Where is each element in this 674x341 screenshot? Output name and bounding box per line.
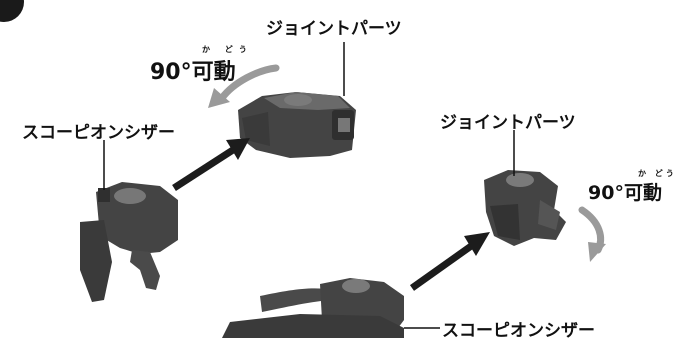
scorpion-scissors-bottom (222, 278, 404, 338)
angle-label-right: 90°可動 (588, 178, 662, 205)
movable-kanji: 可動 (623, 182, 662, 204)
rotation-arrow-right (578, 206, 606, 262)
label-scorpion-scissors-bottom: スコーピオンシザー (442, 321, 595, 341)
label-scorpion-scissors-left: スコーピオンシザー (22, 123, 175, 143)
ruby-kado-right: か どう (638, 169, 674, 178)
rotation-arrow-left (208, 64, 280, 108)
assembly-arrow-right (409, 232, 490, 291)
joint-part-top (238, 92, 356, 158)
angle-value: 90° (150, 60, 192, 85)
angle-value: 90° (588, 182, 624, 204)
scorpion-scissors-left (80, 182, 178, 302)
ruby-kado-left: か どう (202, 45, 253, 54)
angle-label-left: 90°可動 (150, 54, 236, 86)
movable-kanji: 可動 (191, 60, 236, 85)
label-joint-parts-right: ジョイントパーツ (440, 113, 576, 133)
label-joint-parts-top: ジョイントパーツ (266, 19, 402, 39)
assembly-arrow-left (172, 138, 250, 191)
joint-part-right (484, 170, 566, 246)
